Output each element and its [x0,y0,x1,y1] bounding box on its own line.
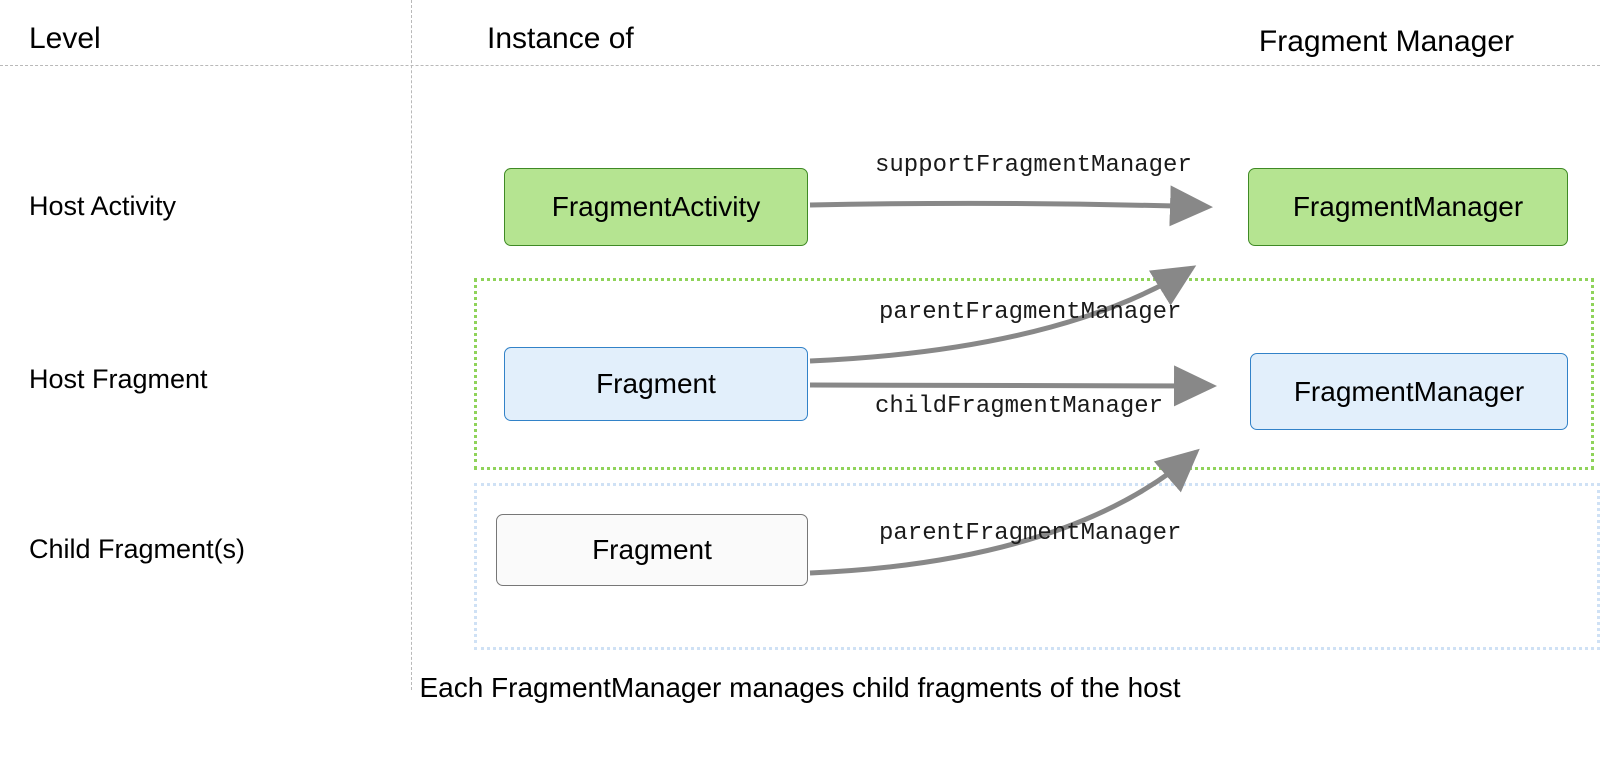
edge-label-parent-fragment-manager-host: parentFragmentManager [879,299,1182,326]
edge-label-support-fragment-manager: supportFragmentManager [875,152,1192,179]
diagram-caption: Each FragmentManager manages child fragm… [419,672,1181,703]
column-divider [411,0,412,690]
node-fragment-host[interactable]: Fragment [504,347,808,421]
level-label-host-fragment: Host Fragment [29,364,208,394]
node-fragment-activity[interactable]: FragmentActivity [504,168,808,246]
edge-label-parent-fragment-manager-child: parentFragmentManager [879,520,1182,547]
header-fragment-manager: Fragment Manager [1258,25,1514,58]
header-instance-of: Instance of [487,22,634,55]
header-level: Level [29,22,101,55]
node-fragment-manager-host[interactable]: FragmentManager [1250,353,1568,430]
arrow-support-fragment-manager [809,185,1213,227]
edge-label-child-fragment-manager: childFragmentManager [875,393,1164,420]
header-divider [0,65,1600,66]
node-fragment-manager-activity[interactable]: FragmentManager [1248,168,1568,246]
node-fragment-child[interactable]: Fragment [496,514,808,586]
level-label-host-activity: Host Activity [29,191,177,221]
level-label-child-fragment: Child Fragment(s) [29,534,246,564]
